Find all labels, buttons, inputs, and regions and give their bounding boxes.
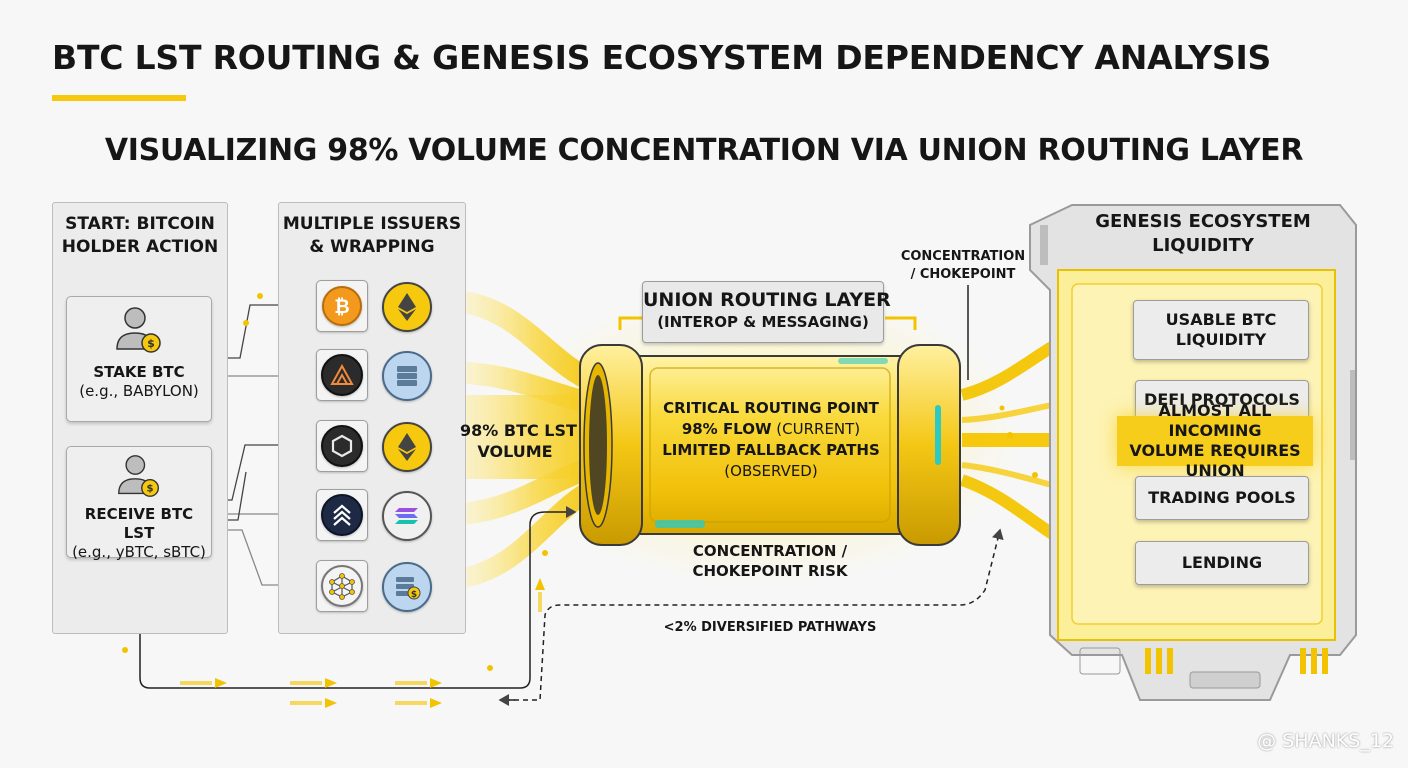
- router-core-text: CRITICAL ROUTING POINT 98% FLOW (CURRENT…: [662, 399, 880, 480]
- stake-btc-card[interactable]: $ STAKE BTC (e.g., BABYLON): [66, 296, 212, 422]
- genesis-title: GENESIS ECOSYSTEM LIQUIDITY: [1095, 211, 1311, 256]
- ethereum-icon[interactable]: [382, 282, 432, 332]
- solana-icon[interactable]: [382, 491, 432, 541]
- issuer-row-2-left[interactable]: [316, 349, 368, 401]
- hexagon-icon: [321, 425, 363, 467]
- server-icon[interactable]: [382, 351, 432, 401]
- router-risk-label: CONCENTRATION / CHOKEPOINT RISK: [692, 542, 848, 580]
- user-coin-icon: $: [116, 307, 161, 353]
- svg-text:$: $: [147, 337, 155, 350]
- stacked-chevron-icon: [321, 494, 363, 536]
- trading-pools-card[interactable]: TRADING POOLS: [1135, 476, 1309, 520]
- server-coin-icon[interactable]: $: [382, 562, 432, 612]
- router-header: UNION ROUTING LAYER (INTEROP & MESSAGING…: [642, 281, 891, 343]
- main-volume-arrow: [425, 380, 612, 494]
- page-title: BTC LST ROUTING & GENESIS ECOSYSTEM DEPE…: [52, 38, 1272, 77]
- receive-lst-example: (e.g., yBTC, sBTC): [72, 543, 206, 561]
- bypass-line: [139, 506, 577, 689]
- union-requirement-highlight: ALMOST ALL INCOMING VOLUME REQUIRES UNIO…: [1117, 401, 1313, 480]
- receive-lst-label: RECEIVE BTC LST: [84, 505, 194, 542]
- stake-btc-label: STAKE BTC: [93, 363, 185, 381]
- page-subtitle: VISUALIZING 98% VOLUME CONCENTRATION VIA…: [104, 133, 1304, 168]
- issuer-row-5-left[interactable]: [316, 560, 368, 612]
- lending-card[interactable]: LENDING: [1135, 541, 1309, 585]
- mountain-logo-icon: [321, 354, 363, 396]
- ethereum-icon[interactable]: [382, 422, 432, 472]
- router-title: UNION ROUTING LAYER: [643, 289, 891, 311]
- diversified-pathways-label: <2% DIVERSIFIED PATHWAYS: [663, 620, 877, 635]
- volume-flow-label: 98% BTC LST VOLUME: [460, 421, 577, 461]
- issuer-row-4-left[interactable]: [316, 489, 368, 541]
- flow-sparks: [122, 293, 1055, 708]
- flow-status: (CURRENT): [776, 420, 861, 438]
- issuer-row-3-left[interactable]: [316, 420, 368, 472]
- stake-btc-example: (e.g., BABYLON): [79, 382, 199, 400]
- diversified-path: [505, 528, 1004, 701]
- bitcoin-icon: ₿: [322, 286, 362, 326]
- union-routing-tube: [579, 344, 961, 546]
- start-panel-title: START: BITCOIN HOLDER ACTION: [61, 214, 219, 257]
- title-underline: [52, 95, 186, 101]
- user-coin-icon: $: [118, 455, 160, 497]
- svg-text:$: $: [411, 590, 417, 600]
- defi-protocols-card[interactable]: DEFI PROTOCOLS: [1135, 380, 1309, 420]
- router-subtitle: (INTEROP & MESSAGING): [657, 313, 869, 331]
- usable-btc-liquidity-card[interactable]: USABLE BTC LIQUIDITY: [1133, 300, 1309, 360]
- issuer-row-1-left[interactable]: ₿: [316, 280, 368, 332]
- network-nodes-icon: [321, 565, 363, 607]
- chokepoint-label: CONCENTRATION / CHOKEPOINT: [900, 249, 1026, 282]
- watermark: @ SHANKS_12: [1257, 730, 1394, 752]
- issuers-panel-title: MULTIPLE ISSUERS & WRAPPING: [282, 214, 462, 257]
- svg-text:₿: ₿: [334, 296, 349, 317]
- svg-text:$: $: [147, 484, 154, 495]
- flow-percent: 98% FLOW: [681, 420, 772, 438]
- issuers-panel: MULTIPLE ISSUERS & WRAPPING: [278, 202, 466, 634]
- receive-lst-card[interactable]: $ RECEIVE BTC LST (e.g., yBTC, sBTC): [66, 446, 212, 561]
